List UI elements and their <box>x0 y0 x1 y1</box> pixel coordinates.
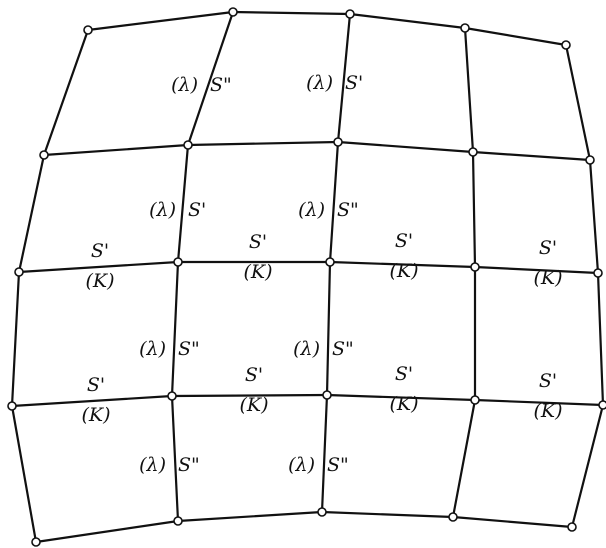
grid-node <box>333 137 343 147</box>
grid-node <box>7 401 17 411</box>
grid-edge-v <box>176 143 190 264</box>
grid-edge-v <box>10 404 38 544</box>
grid-node <box>593 268 603 278</box>
k-label: (K) <box>389 393 418 415</box>
k-label: (K) <box>239 394 268 416</box>
k-label: (K) <box>243 261 272 283</box>
grid-node <box>183 140 193 150</box>
grid-edge-v <box>320 393 329 514</box>
grid-edge-v <box>170 260 180 398</box>
grid-edge-v <box>471 150 477 269</box>
grid-node <box>468 147 478 157</box>
grid-node <box>598 400 606 410</box>
lambda-label: (λ) <box>171 74 198 96</box>
grid-edge-v <box>451 398 477 519</box>
grid-edge-v <box>17 153 46 274</box>
grid-node <box>173 257 183 267</box>
grid-edge-v <box>596 271 605 407</box>
grid-edge-v <box>564 43 592 162</box>
s-label: S" <box>178 338 200 360</box>
grid-edge-h <box>320 510 455 519</box>
grid-edge-v <box>463 26 475 154</box>
grid-node <box>173 516 183 526</box>
grid-edge-h <box>463 26 568 47</box>
grid-edge-h <box>473 398 605 407</box>
s-label: S" <box>327 454 349 476</box>
grid-edge-h <box>231 10 352 16</box>
grid-node <box>228 7 238 17</box>
grid-edge-h <box>176 510 324 523</box>
grid-edge-v <box>336 12 352 144</box>
s-label: S' <box>188 199 206 221</box>
grid-node <box>317 507 327 517</box>
grid-node <box>345 9 355 19</box>
s-label: S" <box>332 338 354 360</box>
s-label: S" <box>210 74 232 96</box>
grid-nodes <box>7 7 606 547</box>
grid-edge-h <box>10 394 174 408</box>
grid-edge-v <box>328 140 340 264</box>
s-label: S' <box>91 240 109 262</box>
grid-node <box>167 391 177 401</box>
grid-edge-h <box>325 393 477 402</box>
grid-edge-h <box>471 150 592 162</box>
grid-edge-v <box>42 28 90 157</box>
grid-edges <box>10 10 605 544</box>
lambda-label: (λ) <box>306 72 333 94</box>
grid-edge-v <box>588 158 600 275</box>
s-label: S" <box>178 454 200 476</box>
grid-edge-v <box>186 10 235 147</box>
grid-edge-h <box>34 519 180 544</box>
s-label: S' <box>539 237 557 259</box>
grid-node <box>14 267 24 277</box>
grid-node <box>39 150 49 160</box>
grid-edge-h <box>336 140 475 154</box>
k-label: (K) <box>533 400 562 422</box>
grid-edge-v <box>10 270 21 408</box>
s-label: S' <box>539 370 557 392</box>
lambda-label: (λ) <box>139 338 166 360</box>
grid-node <box>470 395 480 405</box>
grid-node <box>448 512 458 522</box>
k-label: (K) <box>533 267 562 289</box>
grid-node <box>460 23 470 33</box>
grid-edge-h <box>170 393 329 398</box>
k-label: (K) <box>389 260 418 282</box>
lambda-label: (λ) <box>298 199 325 221</box>
grid-edge-h <box>86 10 235 32</box>
grid-edge-h <box>328 260 477 269</box>
grid-edge-v <box>325 260 332 397</box>
grid-edge-v <box>570 403 605 529</box>
grid-edge-h <box>42 143 190 157</box>
s-label: S' <box>395 363 413 385</box>
grid-edge-v <box>170 394 180 523</box>
s-label: S' <box>395 230 413 252</box>
s-label: S' <box>245 364 263 386</box>
grid-node <box>561 40 571 50</box>
lambda-label: (λ) <box>149 199 176 221</box>
lambda-label: (λ) <box>139 454 166 476</box>
grid-node <box>322 390 332 400</box>
lambda-label: (λ) <box>288 454 315 476</box>
grid-edge-h <box>473 265 600 275</box>
grid-node <box>31 537 41 547</box>
grid-node <box>83 25 93 35</box>
lambda-label: (λ) <box>293 338 320 360</box>
grid-edge-h <box>17 260 180 274</box>
grid-edge-h <box>348 12 467 30</box>
s-label: S" <box>337 199 359 221</box>
grid-labels: (λ) S" (λ) S' (λ) S' (λ) S" (λ) S" (λ) S" (λ) S" (λ) S"… <box>81 72 562 476</box>
s-label: S' <box>249 231 267 253</box>
k-label: (K) <box>85 270 114 292</box>
grid-edge-h <box>186 140 340 147</box>
grid-node <box>585 155 595 165</box>
k-label: (K) <box>81 404 110 426</box>
grid-node <box>325 257 335 267</box>
grid-node <box>470 262 480 272</box>
grid-edge-h <box>451 515 574 529</box>
grid-node <box>567 522 577 532</box>
s-label: S' <box>87 374 105 396</box>
s-label: S' <box>345 72 363 94</box>
